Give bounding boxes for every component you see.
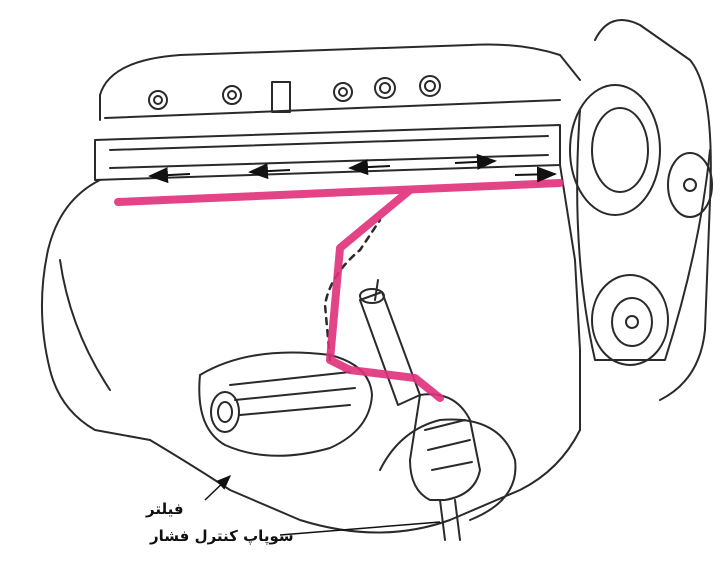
crankcase: [150, 430, 580, 533]
oil-gallery-path: [118, 183, 560, 398]
block-left-side: [42, 180, 150, 440]
oil-pump-shaft: [360, 280, 420, 405]
block-rail: [95, 125, 560, 180]
pressure-valve-label: سوپاپ کنترل فشار: [150, 527, 294, 545]
oil-pump-body: [410, 394, 480, 540]
flow-arrows: [150, 161, 555, 176]
drive-belt: [577, 110, 710, 360]
front-pulleys: [570, 85, 712, 365]
filter-label: فیلتر: [146, 500, 184, 518]
